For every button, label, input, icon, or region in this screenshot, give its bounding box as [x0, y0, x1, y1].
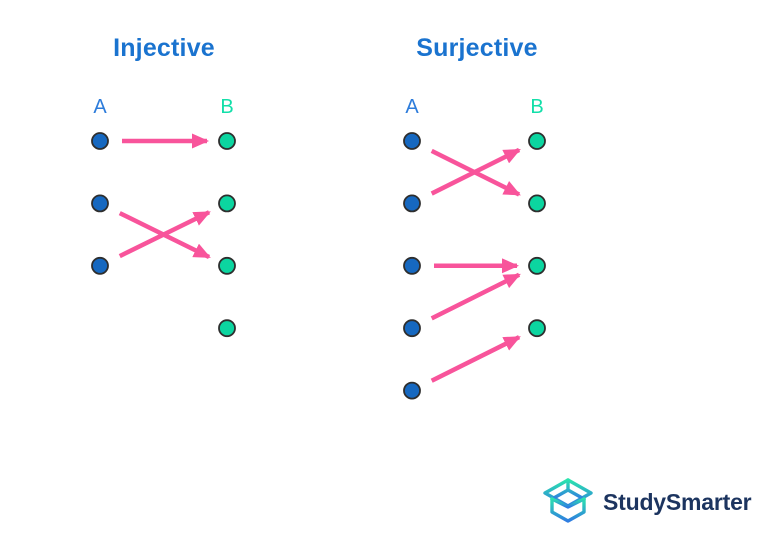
injective-set-a-dot-2 — [91, 194, 109, 213]
surjective-set-b-dot-4 — [528, 319, 546, 338]
surjective-set-a-dot-3 — [403, 256, 421, 275]
injective-set-a-label: A — [93, 96, 107, 118]
injective-set-b-label: B — [220, 96, 234, 118]
injective-arrow-a3-to-b2 — [118, 210, 211, 259]
surjective-set-b-dot-2 — [528, 194, 546, 213]
injective-set-b-dot-2 — [218, 194, 236, 213]
studysmarter-logo-text: StudySmarter — [603, 488, 752, 515]
surjective-title: Surjective — [416, 34, 538, 62]
injective-set-b-dot-1 — [218, 132, 236, 150]
surjective-set-a-dot-4 — [403, 319, 421, 338]
surjective-set-b-dot-3 — [528, 256, 546, 275]
surjective-arrow-a4-to-b3 — [430, 272, 521, 321]
surjective-set-a-dot-5 — [403, 381, 421, 400]
surjective-set-a-label: A — [405, 96, 419, 118]
injective-set-a-dot-1 — [91, 132, 109, 150]
surjective-set-a-dot-2 — [403, 194, 421, 213]
surjective-set-a-dot-1 — [403, 132, 421, 150]
surjective-arrow-a5-to-b4 — [430, 335, 521, 383]
surjective-arrow-a2-to-b1 — [430, 147, 521, 196]
studysmarter-logo: StudySmarter — [542, 476, 752, 528]
injective-set-a-dot-3 — [91, 256, 109, 275]
injective-set-b-dot-4 — [218, 319, 236, 338]
injective-title: Injective — [113, 34, 215, 62]
surjective-set-b-label: B — [530, 96, 544, 118]
surjective-set-b-dot-1 — [528, 132, 546, 150]
studysmarter-box-icon — [543, 478, 593, 523]
injective-set-b-dot-3 — [218, 256, 236, 275]
